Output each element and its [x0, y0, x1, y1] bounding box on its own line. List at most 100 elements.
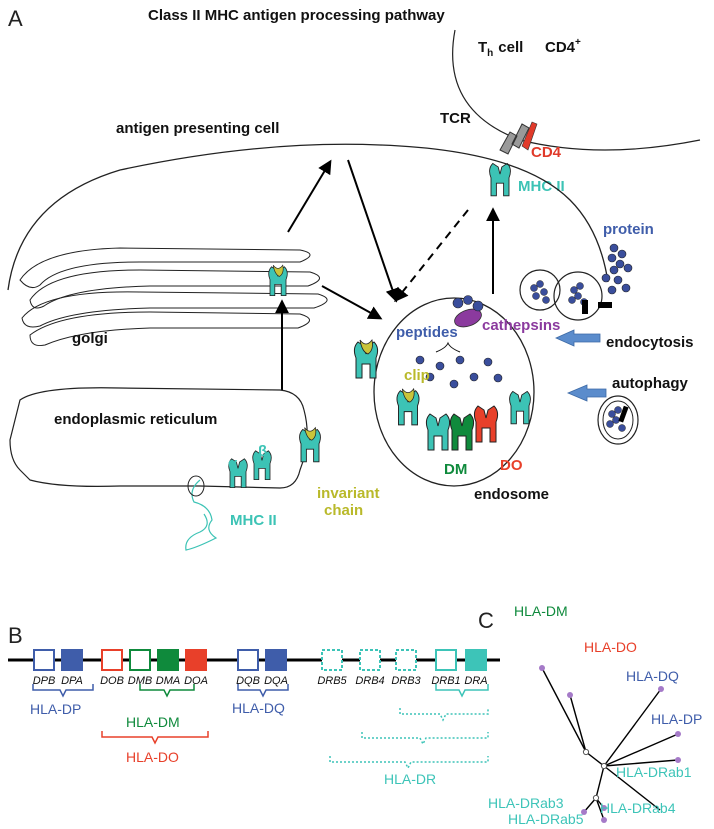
gene-box-dmb — [129, 649, 151, 671]
do-label: DO — [500, 457, 523, 474]
phylo-leaf-dots — [539, 665, 681, 823]
tcr-shape — [499, 123, 530, 155]
hla-dp-label: HLA-DP — [30, 701, 81, 717]
gene-labels: DPB DPA DOB DMB DMA DOA DQB DQA DRB5 DRB4 DRB3 DRB1… — [33, 675, 488, 687]
panel-b-letter: B — [8, 623, 23, 648]
gene-box-dqb — [237, 649, 259, 671]
panel-c-letter: C — [478, 608, 494, 633]
gene-box-dma — [157, 649, 179, 671]
autophagy-arrow — [566, 384, 607, 402]
gene-box-doa — [185, 649, 207, 671]
gene-box-drb5 — [321, 649, 343, 671]
cd4-plus-label: CD4+ — [545, 37, 581, 56]
gene-label-drb5: DRB5 — [317, 675, 347, 687]
endosome-mhc-1 — [396, 388, 420, 426]
phylo-tree — [541, 667, 679, 821]
er-label: endoplasmic reticulum — [54, 411, 217, 428]
mhc2-er-label: MHC II — [230, 512, 277, 529]
dm-label: DM — [444, 461, 467, 478]
tree-leaf-hla-drab5: HLA-DRab5 — [508, 811, 584, 827]
nascent-chain — [185, 479, 218, 551]
gene-box-dra — [465, 649, 487, 671]
panel-a-letter: A — [8, 6, 23, 31]
endosome-label: endosome — [474, 486, 549, 503]
hla-dp-bracket — [32, 684, 94, 698]
cathepsin-shape — [454, 308, 482, 328]
pathway-arrows — [275, 159, 500, 390]
endocytosis-arrow — [555, 329, 601, 347]
protein-cluster — [601, 243, 633, 295]
clip-mhc-outside — [353, 339, 379, 379]
gene-boxes — [33, 649, 487, 671]
golgi-label: golgi — [72, 330, 108, 347]
gene-label-doa: DOA — [184, 675, 208, 687]
gene-label-dmb: DMB — [128, 675, 152, 687]
gene-label-dob: DOB — [100, 675, 124, 687]
endosome-peptide-dots — [415, 295, 503, 389]
er-membrane — [9, 387, 308, 489]
gene-label-dpb: DPB — [33, 675, 56, 687]
gene-box-dqa — [265, 649, 287, 671]
golgi-stack — [19, 247, 328, 346]
protein-label: protein — [603, 221, 654, 238]
autophagy-label: autophagy — [612, 375, 688, 392]
ribosome — [187, 475, 205, 497]
peptide-brace — [435, 341, 461, 353]
dm-molecule — [449, 413, 475, 451]
tree-leaf-hla-drab3: HLA-DRab3 — [488, 795, 564, 811]
tree-leaf-hla-do: HLA-DO — [584, 639, 637, 655]
hla-dm-bracket — [139, 684, 195, 698]
invariant-label-line2: chain — [324, 502, 363, 519]
apc-label: antigen presenting cell — [116, 120, 279, 137]
cd4-shape — [521, 121, 538, 151]
mhc2-surface-label: MHC II — [518, 178, 565, 195]
phylo-nodes — [582, 748, 608, 802]
tree-leaf-hla-dm: HLA-DM — [514, 603, 568, 619]
gene-box-drb4 — [359, 649, 381, 671]
gene-box-drb3 — [395, 649, 417, 671]
gene-label-dra: DRA — [464, 675, 487, 687]
apc-membrane — [7, 143, 609, 291]
gene-label-dpa: DPA — [61, 675, 83, 687]
gene-label-drb4: DRB4 — [355, 675, 384, 687]
mhc2-surface-shape — [489, 162, 511, 197]
tree-leaf-hla-drab1: HLA-DRab1 — [616, 764, 692, 780]
hla-dr-brackets — [329, 684, 489, 770]
alpha-label: α — [228, 455, 238, 472]
gene-box-dpb — [33, 649, 55, 671]
tree-leaf-hla-drab4: HLA-DRab4 — [600, 800, 676, 816]
gene-label-dqa: DQA — [264, 675, 288, 687]
gene-label-drb1: DRB1 — [431, 675, 460, 687]
cathepsins-label: cathepsins — [482, 317, 560, 334]
hla-dq-label: HLA-DQ — [232, 700, 285, 716]
autophagosome — [597, 395, 639, 445]
tree-leaf-hla-dq: HLA-DQ — [626, 668, 679, 684]
gene-box-dob — [101, 649, 123, 671]
beta-label: β — [258, 443, 267, 460]
hla-dm-label: HLA-DM — [126, 714, 180, 730]
gene-box-drb1 — [435, 649, 457, 671]
hla-do-bracket — [101, 731, 209, 745]
hla-dr-label: HLA-DR — [384, 771, 436, 787]
peptides-label: peptides — [396, 324, 458, 341]
gene-label-dma: DMA — [156, 675, 180, 687]
gene-label-dqb: DQB — [236, 675, 260, 687]
cd4-label: CD4 — [531, 144, 562, 161]
er-mhc-invariant — [299, 427, 321, 463]
endosome-compartment — [373, 297, 535, 487]
endocytic-vesicles — [519, 269, 612, 321]
endosome-mhc-3 — [509, 390, 531, 425]
gene-box-dpa — [61, 649, 83, 671]
golgi-mhc-icon — [268, 264, 288, 297]
hla-dq-bracket — [237, 684, 289, 698]
endocytosis-label: endocytosis — [606, 334, 694, 351]
tcr-label: TCR — [440, 110, 471, 127]
invariant-label-line1: invariant — [317, 485, 380, 502]
hla-do-label: HLA-DO — [126, 749, 179, 765]
tree-leaf-hla-dp: HLA-DP — [651, 711, 702, 727]
clip-label: clip — [404, 367, 430, 384]
gene-label-drb3: DRB3 — [391, 675, 421, 687]
endosome-mhc-2 — [425, 413, 451, 451]
